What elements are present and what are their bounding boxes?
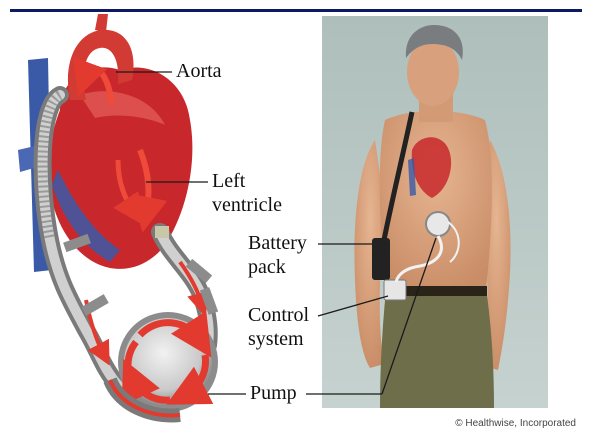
label-pump: Pump	[250, 382, 297, 405]
patient-photo	[322, 16, 548, 408]
aorta-branch	[95, 14, 108, 32]
copyright-credit: © Healthwise, Incorporated	[455, 418, 576, 429]
label-left-ventricle-line2: ventricle	[212, 194, 282, 217]
control-unit	[384, 280, 406, 300]
pump-device	[110, 312, 218, 415]
label-aorta: Aorta	[176, 60, 222, 83]
label-battery-line2: pack	[248, 256, 286, 279]
internal-pump	[426, 212, 450, 236]
label-left-ventricle-line1: Left	[212, 170, 245, 193]
pants	[380, 288, 494, 408]
label-battery-line1: Battery	[248, 232, 307, 255]
battery-pack	[372, 238, 390, 280]
label-control-line1: Control	[248, 304, 309, 327]
label-control-line2: system	[248, 328, 304, 351]
